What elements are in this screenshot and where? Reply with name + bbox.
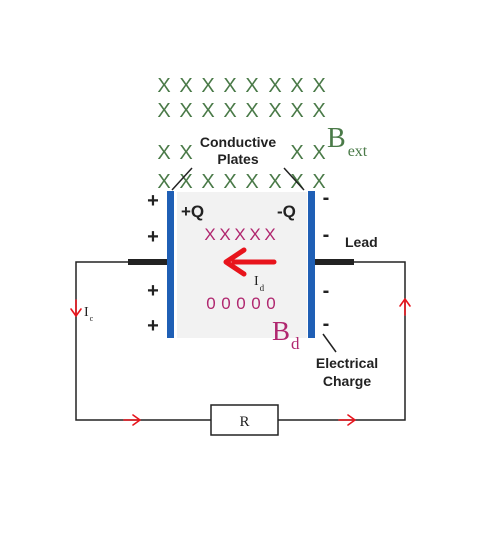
plus-sign: + <box>147 280 159 302</box>
plates-leader-left <box>171 167 193 191</box>
b-d-subscript: d <box>291 334 300 353</box>
i-c-label: Ic <box>84 305 94 323</box>
induced-field-cross: X <box>264 225 275 244</box>
current-arrow-right-up <box>399 298 411 316</box>
plus-sign: + <box>147 226 159 248</box>
left-plate <box>167 191 174 338</box>
ext-field-cross: X <box>290 100 303 122</box>
ext-field-cross: X <box>223 171 236 193</box>
ext-field-cross: X <box>268 100 281 122</box>
ext-field-cross: X <box>157 171 170 193</box>
b-d-main: B <box>272 316 290 346</box>
ext-field-cross: X <box>179 171 192 193</box>
positive-charges: + + + + <box>147 190 159 337</box>
induced-field-cross: X <box>249 225 260 244</box>
minus-sign: - <box>323 313 330 335</box>
i-d-main: I <box>254 274 259 289</box>
ext-field-cross: X <box>179 75 192 97</box>
ext-field-cross: X <box>312 142 325 164</box>
electrical-charge-label-line2: Charge <box>323 373 371 389</box>
induced-field-dot: 0 <box>266 294 275 313</box>
induced-field-cross: X <box>204 225 215 244</box>
external-field-crosses: XXXXXXXXXXXXXXXXXXXXXXXXXXXX <box>157 75 325 193</box>
ext-field-cross: X <box>268 75 281 97</box>
induced-field-dot: 0 <box>206 294 215 313</box>
i-d-label: Id <box>254 274 265 293</box>
ext-field-cross: X <box>223 75 236 97</box>
i-d-subscript: d <box>260 283 265 293</box>
induced-field-dot: 0 <box>251 294 260 313</box>
resistor <box>210 404 279 436</box>
ext-field-cross: X <box>179 100 192 122</box>
ext-field-cross: X <box>223 100 236 122</box>
minus-sign: - <box>323 280 330 302</box>
ext-field-cross: X <box>201 171 214 193</box>
charge-leader <box>322 333 337 353</box>
plus-q-label: +Q <box>181 202 204 221</box>
conductive-plates-label-line2: Plates <box>217 151 258 167</box>
displacement-current-arrow <box>223 247 277 277</box>
ext-field-cross: X <box>201 100 214 122</box>
resistor-label: R <box>239 414 249 430</box>
negative-charges: - - - - <box>323 187 330 335</box>
ext-field-cross: X <box>157 100 170 122</box>
induced-field-cross: X <box>234 225 245 244</box>
current-arrows <box>70 298 411 426</box>
conductive-plates-label-line1: Conductive <box>200 134 276 150</box>
electrical-charge-label-line1: Electrical <box>316 355 378 371</box>
minus-q-label: -Q <box>277 202 296 221</box>
b-ext-main: B <box>327 123 346 154</box>
minus-sign: - <box>323 187 330 209</box>
plus-sign: + <box>147 190 159 212</box>
ext-field-cross: X <box>201 75 214 97</box>
current-arrow-left-down <box>70 299 82 317</box>
ext-field-cross: X <box>290 75 303 97</box>
induced-field-dot: 0 <box>221 294 230 313</box>
induced-field-dot: 0 <box>236 294 245 313</box>
b-ext-subscript: ext <box>348 143 368 160</box>
ext-field-cross: X <box>312 100 325 122</box>
minus-sign: - <box>323 224 330 246</box>
i-c-main: I <box>84 305 89 320</box>
ext-field-cross: X <box>179 142 192 164</box>
b-d-label: Bd <box>272 316 300 353</box>
ext-field-cross: X <box>312 171 325 193</box>
current-arrow-bottom-left <box>123 414 141 426</box>
ext-field-cross: X <box>157 75 170 97</box>
plus-sign: + <box>147 315 159 337</box>
ext-field-cross: X <box>245 100 258 122</box>
plate-gap <box>177 192 307 338</box>
ext-field-cross: X <box>312 75 325 97</box>
ext-field-cross: X <box>157 142 170 164</box>
current-arrow-bottom-right <box>338 414 356 426</box>
induced-field-cross: X <box>219 225 230 244</box>
ext-field-cross: X <box>290 142 303 164</box>
plates-leader-right <box>283 167 305 191</box>
i-c-subscript: c <box>90 314 94 323</box>
ext-field-cross: X <box>268 171 281 193</box>
lead-label: Lead <box>345 234 378 250</box>
ext-field-cross: X <box>245 171 258 193</box>
ext-field-cross: X <box>245 75 258 97</box>
right-plate <box>308 191 315 338</box>
